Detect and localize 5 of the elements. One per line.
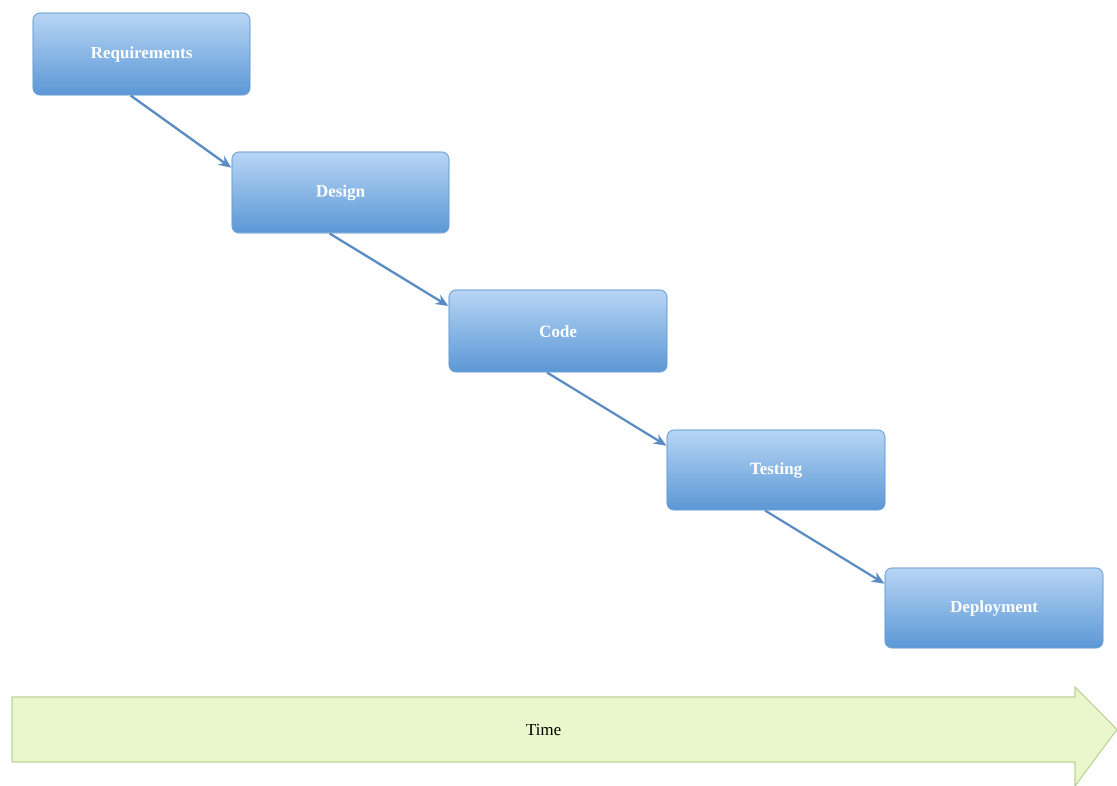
process-box: Requirements (32, 12, 251, 96)
process-box: Code (448, 289, 668, 373)
process-box: Design (231, 151, 450, 234)
process-box: Deployment (884, 567, 1104, 649)
process-box: Testing (666, 429, 886, 511)
